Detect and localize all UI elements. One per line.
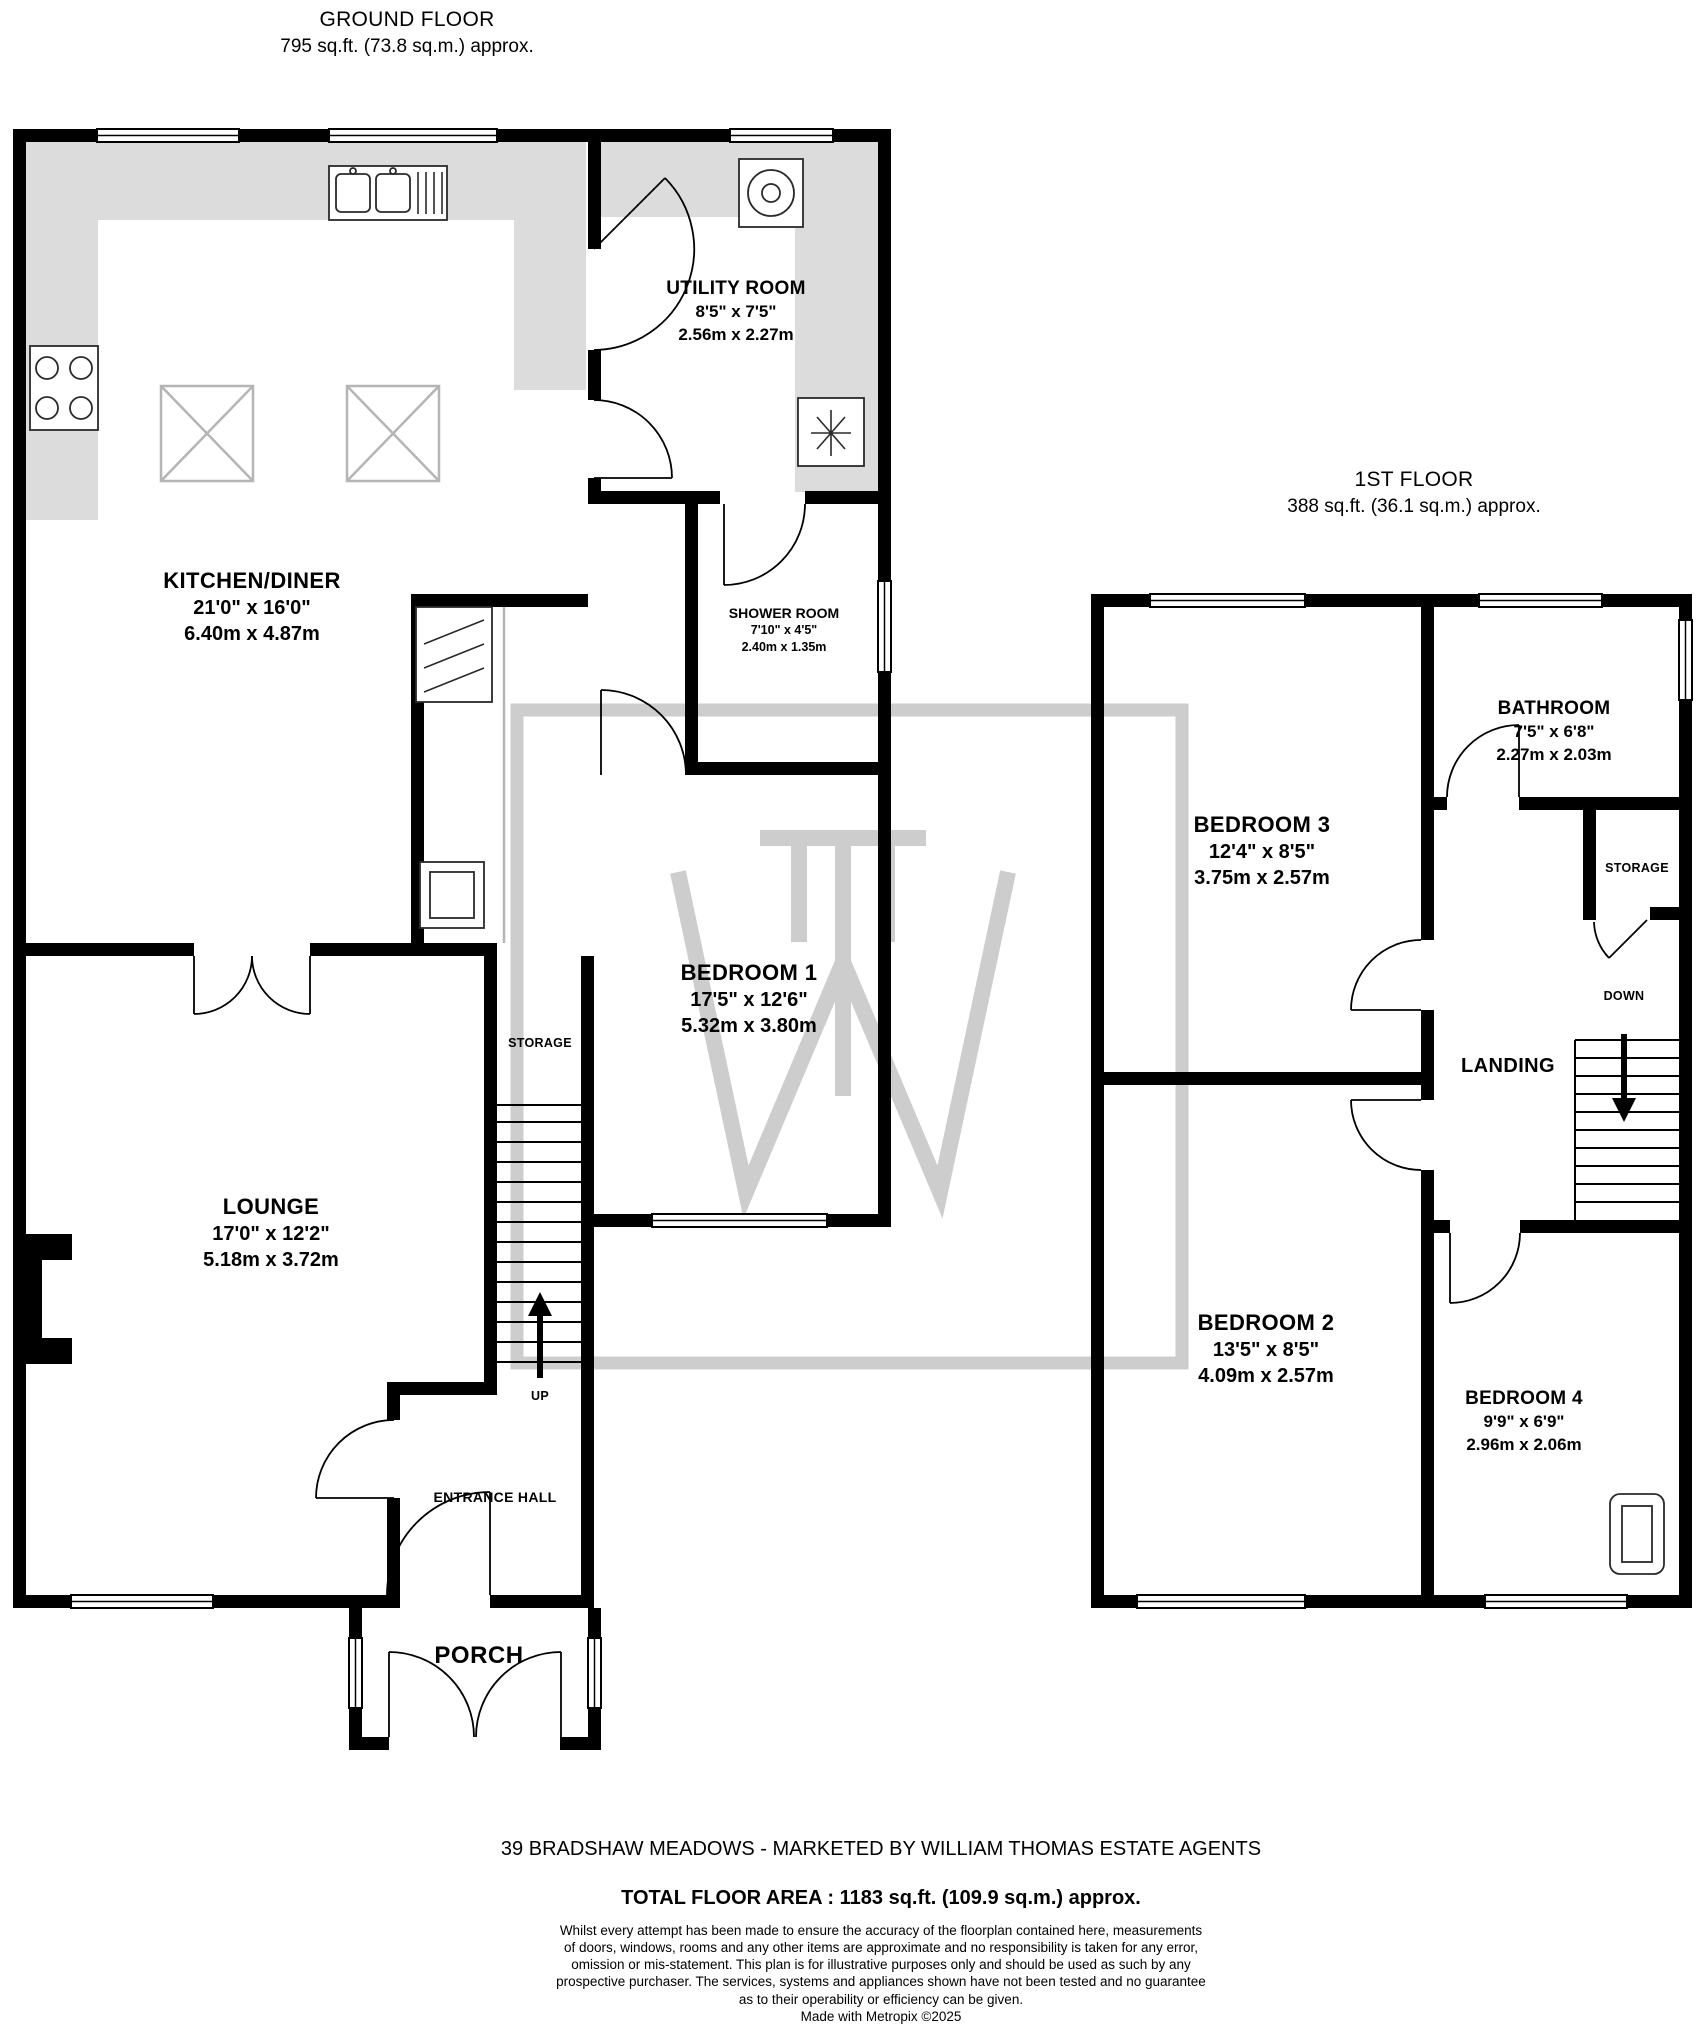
first-floor-area: 388 sq.ft. (36.1 sq.m.) approx. [1287, 495, 1541, 517]
label-storage-ground: STORAGE [508, 1036, 572, 1050]
first-floor-walls [1091, 594, 1692, 1608]
fireplace-icon [26, 1234, 72, 1364]
first-floor-header: 1ST FLOOR 388 sq.ft. (36.1 sq.m.) approx… [1287, 466, 1540, 519]
label-landing: LANDING [1461, 1055, 1555, 1077]
first-floor-doors [1350, 724, 1648, 1304]
room-label-bedroom-4: BEDROOM 4 9'9" x 6'9" 2.96m x 2.06m [1465, 1388, 1583, 1454]
label-entrance-hall: ENTRANCE HALL [433, 1489, 557, 1505]
metropix-credit: Made with Metropix ©2025 [800, 2008, 962, 2024]
ground-floor-header: GROUND FLOOR 795 sq.ft. (73.8 sq.m.) app… [280, 6, 533, 59]
room-label-kitchen-diner: KITCHEN/DINER 21'0" x 16'0" 6.40m x 4.87… [163, 568, 341, 646]
room-label-bedroom-2: BEDROOM 2 13'5" x 8'5" 4.09m x 2.57m [1197, 1310, 1335, 1388]
room-label-utility-room: UTILITY ROOM 8'5" x 7'5" 2.56m x 2.27m [666, 278, 806, 344]
room-label-bathroom: BATHROOM 7'5" x 6'8" 2.27m x 2.03m [1496, 698, 1612, 764]
sink-icon [328, 165, 448, 221]
washing-machine-icon [738, 158, 804, 228]
room-label-lounge: LOUNGE 17'0" x 12'2" 5.18m x 3.72m [203, 1194, 339, 1272]
down-arrow-icon [1612, 1034, 1636, 1122]
first-floor-windows [1136, 593, 1693, 1609]
label-storage-first: STORAGE [1605, 861, 1669, 875]
label-porch: PORCH [434, 1642, 524, 1669]
ground-floor-area: 795 sq.ft. (73.8 sq.m.) approx. [280, 35, 534, 57]
ground-floor-title: GROUND FLOOR [319, 8, 495, 31]
hob-icon [29, 345, 99, 431]
footer: 39 BRADSHAW MEADOWS - MARKETED BY WILLIA… [501, 1838, 1261, 2024]
label-up: UP [531, 1389, 549, 1403]
label-down: DOWN [1603, 989, 1645, 1003]
ground-floor-walls [13, 129, 891, 1750]
disclaimer: Whilst every attempt has been made to en… [501, 1922, 1261, 2024]
marketing-line: 39 BRADSHAW MEADOWS - MARKETED BY WILLIA… [500, 1838, 1262, 1860]
stairs-up [497, 1104, 581, 1378]
armchair-icon [1609, 1493, 1665, 1575]
ground-floor-doors [193, 177, 806, 1738]
total-floor-area: TOTAL FLOOR AREA : 1183 sq.ft. (109.9 sq… [621, 1887, 1141, 1909]
watermark [510, 703, 1189, 1370]
room-label-bedroom-1: BEDROOM 1 17'5" x 12'6" 5.32m x 3.80m [680, 960, 818, 1038]
room-label-bedroom-3: BEDROOM 3 12'4" x 8'5" 3.75m x 2.57m [1193, 812, 1331, 890]
island-skylight-icons [159, 384, 441, 483]
stairs-down [1574, 1034, 1692, 1220]
freezer-icon [797, 397, 865, 467]
kitchen-counters [26, 142, 878, 520]
cabinet-icon [419, 861, 485, 929]
wardrobe-icon [415, 606, 506, 943]
room-label-shower-room: SHOWER ROOM 7'10" x 4'5" 2.40m x 1.35m [728, 605, 840, 654]
up-arrow-icon [528, 1292, 552, 1378]
first-floor-title: 1ST FLOOR [1354, 468, 1474, 491]
ground-floor-windows [70, 128, 892, 1709]
